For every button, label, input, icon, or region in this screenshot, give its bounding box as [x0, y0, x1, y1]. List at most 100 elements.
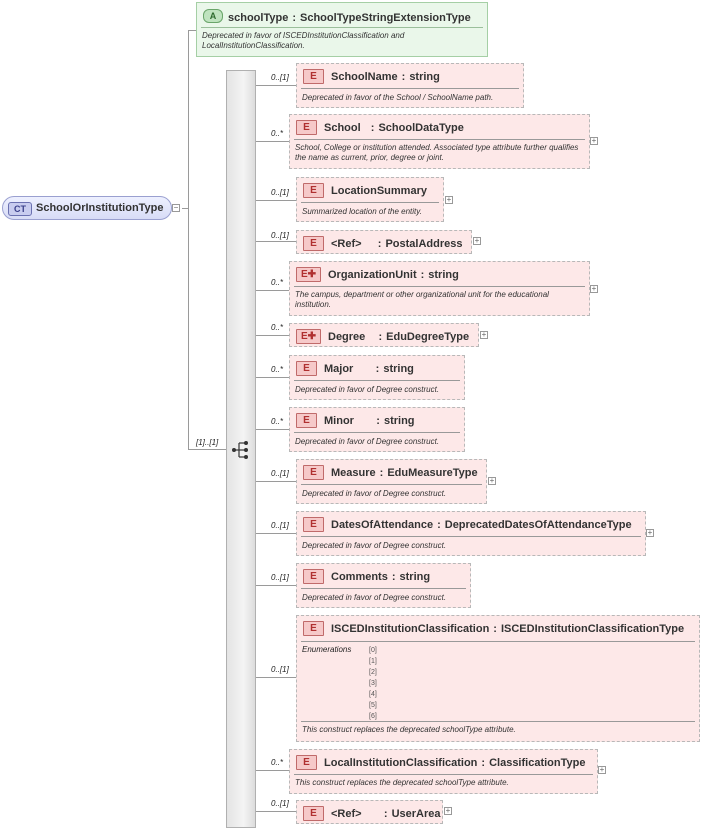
element-cardinality: 0..[1]: [271, 521, 289, 530]
expand-button[interactable]: +: [590, 136, 598, 145]
expand-button[interactable]: +: [480, 330, 488, 339]
connector-el: [256, 241, 296, 242]
element-type: EduMeasureType: [387, 466, 478, 479]
element-description: This construct replaces the deprecated s…: [295, 778, 509, 787]
attribute-node[interactable]: A schoolType:SchoolTypeStringExtensionTy…: [196, 2, 488, 57]
element-description: Summarized location of the entity.: [302, 207, 422, 216]
element-badge: E: [303, 183, 324, 198]
complex-type-node[interactable]: CT SchoolOrInstitutionType: [2, 196, 172, 220]
expand-button[interactable]: +: [488, 476, 496, 485]
ct-badge: CT: [8, 202, 32, 216]
enum-value: [0]: [369, 647, 377, 654]
expand-button[interactable]: +: [590, 284, 598, 293]
element-badge: E: [296, 120, 317, 135]
element-type: string: [428, 268, 459, 281]
sequence-icon: [232, 441, 248, 459]
element-badge: E: [303, 517, 324, 532]
element-type: EduDegreeType: [386, 330, 470, 343]
element-name: Major: [324, 362, 354, 375]
element-cardinality: 0..[1]: [271, 573, 289, 582]
element-type: PostalAddress: [385, 237, 463, 250]
connector-el: [256, 811, 296, 812]
connector-el: [256, 200, 296, 201]
element-type: SchoolDataType: [378, 121, 464, 134]
element-ref-postaladdress[interactable]: E<Ref> :PostalAddress: [296, 230, 472, 254]
expand-button[interactable]: +: [473, 236, 481, 245]
element-cardinality: 0..*: [271, 758, 284, 767]
element-badge: E✚: [296, 267, 321, 282]
element-badge: E: [303, 236, 324, 251]
ct-collapse-button[interactable]: −: [172, 203, 180, 212]
element-badge: E: [303, 465, 324, 480]
element-description: Deprecated in favor of Degree construct.: [302, 489, 447, 498]
sequence-compositor[interactable]: [226, 70, 256, 828]
enum-value: [2]: [369, 669, 377, 676]
element-type: string: [409, 70, 440, 83]
element-badge: E: [296, 413, 317, 428]
enum-value: [6]: [369, 713, 377, 720]
expand-button[interactable]: +: [598, 765, 606, 774]
element-cardinality: 0..[1]: [271, 799, 289, 808]
element-organizationunit[interactable]: E✚OrganizationUnit:string The campus, de…: [289, 261, 590, 316]
enumeration-values: [0] [1] [2] [3] [4] [5] [6]: [369, 645, 377, 722]
expand-button[interactable]: +: [646, 528, 654, 537]
element-badge: E: [303, 621, 324, 636]
element-description: Deprecated in favor of Degree construct.: [295, 437, 440, 446]
element-badge: E: [303, 69, 324, 84]
element-name: DatesOfAttendance: [331, 518, 434, 531]
element-badge: E: [296, 755, 317, 770]
element-name: ISCEDInstitutionClassification: [331, 622, 490, 635]
element-name: LocalInstitutionClassification: [324, 756, 478, 769]
element-cardinality: 0..*: [271, 417, 284, 426]
enum-value: [4]: [369, 691, 377, 698]
element-degree[interactable]: E✚Degree :EduDegreeType: [289, 323, 479, 347]
element-name: School: [324, 121, 361, 134]
connector-el: [256, 585, 296, 586]
element-name: Measure: [331, 466, 376, 479]
element-badge: E: [303, 806, 324, 821]
sequence-cardinality: [1]..[1]: [196, 438, 219, 447]
enum-value: [1]: [369, 658, 377, 665]
element-name: SchoolName: [331, 70, 398, 83]
element-cardinality: 0..[1]: [271, 469, 289, 478]
connector-el: [256, 429, 289, 430]
connector-attr: [188, 30, 196, 31]
expand-button[interactable]: +: [444, 806, 452, 815]
connector-el: [256, 533, 296, 534]
element-name: <Ref>: [331, 237, 362, 250]
ct-name: SchoolOrInstitutionType: [36, 202, 164, 214]
element-badge: E✚: [296, 329, 321, 344]
element-cardinality: 0..*: [271, 365, 284, 374]
element-ref-userarea[interactable]: E<Ref> :UserArea: [296, 800, 443, 824]
element-cardinality: 0..[1]: [271, 73, 289, 82]
element-type: DeprecatedDatesOfAttendanceType: [444, 518, 632, 531]
element-name: Comments: [331, 570, 388, 583]
connector-el: [256, 677, 296, 678]
element-cardinality: 0..*: [271, 323, 284, 332]
element-name: Minor: [324, 414, 354, 427]
element-name: <Ref>: [331, 807, 362, 820]
expand-button[interactable]: +: [445, 195, 453, 204]
connector-el: [256, 481, 296, 482]
element-description: Deprecated in favor of Degree construct.: [302, 593, 447, 602]
element-cardinality: 0..[1]: [271, 231, 289, 240]
element-badge: E: [303, 569, 324, 584]
element-name: Degree: [328, 330, 366, 343]
connector-el: [256, 141, 289, 142]
enum-value: [3]: [369, 680, 377, 687]
element-type: ClassificationType: [489, 756, 586, 769]
connector-el: [256, 377, 289, 378]
element-type: string: [383, 414, 415, 427]
element-cardinality: 0..*: [271, 129, 284, 138]
element-type: ISCEDInstitutionClassificationType: [500, 622, 685, 635]
